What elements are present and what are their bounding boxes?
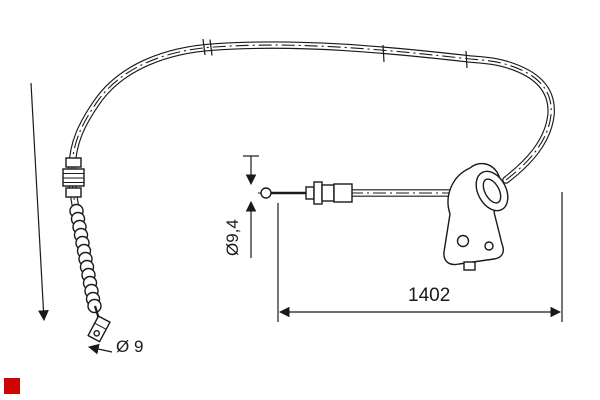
clevis-hole <box>93 329 100 337</box>
overall-length-label: 1402 <box>408 285 450 306</box>
brand-mark <box>4 378 20 394</box>
cable-bellows <box>69 203 102 314</box>
grommet-inner <box>482 178 502 204</box>
ball-diameter-label: Ø9,4 <box>223 219 242 256</box>
dimension-overall-length: 1402 <box>277 192 563 322</box>
dimension-clevis-diameter: Ø 9 <box>87 337 143 356</box>
ball-end <box>260 187 272 199</box>
bracket-hole <box>484 241 494 251</box>
bracket-tab <box>463 261 476 271</box>
cable-end-fitting <box>260 181 353 205</box>
cable-direction-arrow <box>30 82 49 322</box>
clevis-end <box>87 305 111 343</box>
mounting-bracket <box>443 162 509 271</box>
dimension-ball-diameter: Ø9,4 <box>223 155 259 258</box>
bracket-hole <box>456 234 470 248</box>
cable-outer-sheath <box>68 41 555 213</box>
clevis-diameter-label: Ø 9 <box>116 337 143 356</box>
sheath-collar-marks <box>202 38 468 69</box>
cable-adjuster <box>62 157 85 198</box>
